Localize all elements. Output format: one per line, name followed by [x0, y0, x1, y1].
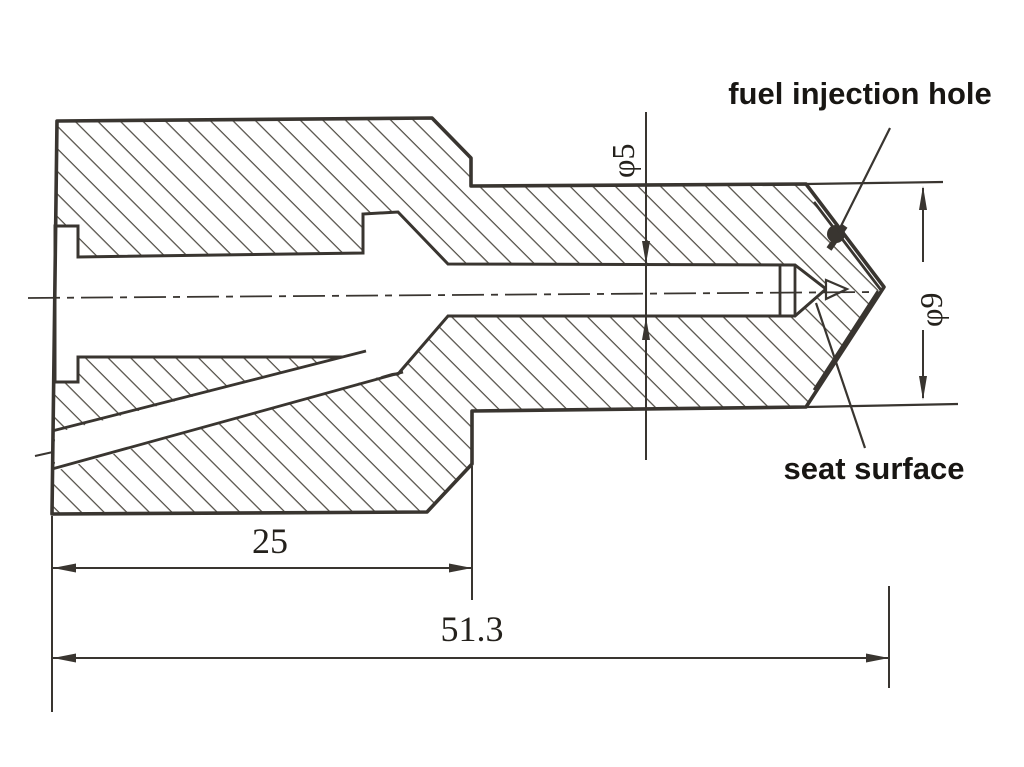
internal-bore-cavity: [53, 210, 829, 384]
dim-phi5-arrow-up: [642, 317, 650, 340]
fuel-passage-lower-edge: [51, 370, 404, 471]
dim-phi9-arrow-down: [919, 376, 927, 400]
dim-25-text: 25: [252, 521, 288, 561]
dim-phi9-text: φ9: [913, 293, 949, 327]
tip-upper-inner-face: [812, 201, 883, 291]
dim-phi9-ext-bottom: [805, 402, 959, 409]
injection-hole-channel: [826, 224, 848, 251]
tip-lower-inner-face: [812, 290, 880, 391]
dim-phi5-text: φ5: [605, 144, 641, 178]
dim-phi9-arrow-up: [919, 186, 927, 210]
fuel-passage-cavity: [55, 351, 399, 471]
nozzle-outline: [50, 116, 886, 516]
leader-seat-surface: [814, 302, 867, 449]
dim-phi9-ext-top: [805, 180, 944, 186]
fuel-passage-upper-edge: [51, 349, 367, 433]
centerline: [27, 291, 877, 299]
dim-513-text: 51.3: [441, 609, 504, 649]
dim-phi5-arrow-down: [642, 241, 650, 264]
dim-25-arrow-right: [449, 563, 472, 573]
dim-513-arrow-left: [53, 653, 76, 663]
sac-cavity: [824, 278, 850, 301]
leader-injection-hole: [837, 127, 891, 233]
fuel-passage-centerline-stub: [34, 451, 54, 457]
label-seat-surface: seat surface: [784, 451, 965, 486]
dim-25-arrow-left: [53, 563, 76, 573]
dim-513-arrow-right: [866, 653, 889, 663]
label-fuel-injection-hole: fuel injection hole: [728, 76, 992, 111]
